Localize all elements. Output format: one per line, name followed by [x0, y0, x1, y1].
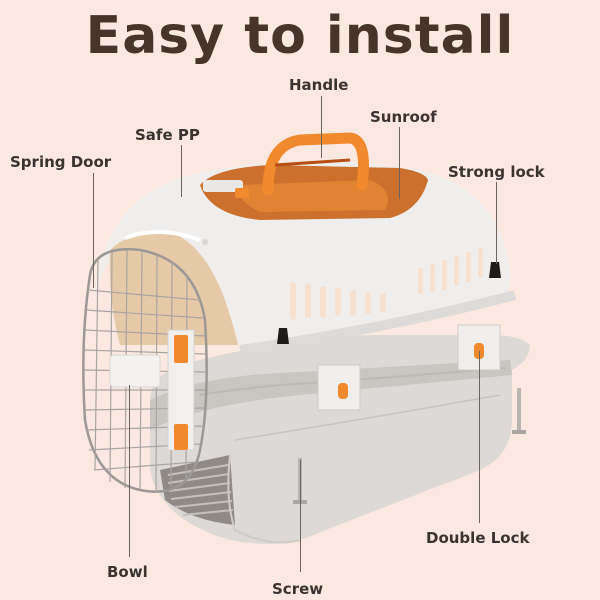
spring-door: [82, 248, 208, 493]
double-lock-left: [317, 364, 361, 411]
leader-handle: [321, 96, 322, 158]
leader-strong-lock: [496, 182, 497, 264]
callout-strong-lock: Strong lock: [448, 163, 545, 181]
handle: [262, 132, 369, 196]
sunroof: [200, 165, 428, 220]
leader-bowl: [129, 385, 130, 557]
leader-sunroof: [399, 127, 400, 199]
strong-lock-knob-right: [489, 262, 501, 278]
strong-lock-knob-left: [277, 328, 289, 344]
callout-spring-door: Spring Door: [10, 153, 112, 171]
screw-right: [512, 388, 526, 434]
leader-screw: [300, 460, 301, 572]
bowl: [109, 354, 161, 388]
side-vents: [290, 248, 483, 320]
carrier-base: [150, 324, 530, 544]
leader-safe-pp: [181, 145, 182, 197]
callout-double-lock: Double Lock: [426, 529, 530, 547]
callout-handle: Handle: [289, 76, 349, 94]
floor-grate: [160, 455, 235, 525]
callout-safe-pp: Safe PP: [135, 126, 200, 144]
callout-sunroof: Sunroof: [370, 108, 437, 126]
carrier-top-shell: [95, 132, 517, 355]
leader-spring-door: [93, 173, 94, 288]
headline: Easy to install: [85, 6, 515, 66]
callout-screw: Screw: [272, 580, 324, 598]
callout-bowl: Bowl: [107, 563, 148, 581]
leader-double-lock: [479, 351, 480, 523]
